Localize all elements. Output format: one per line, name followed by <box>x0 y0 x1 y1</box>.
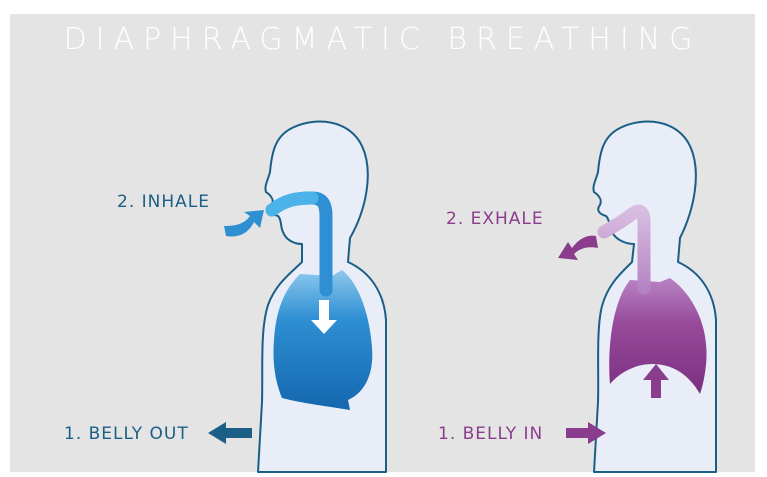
curved-arrow-out-of-mouth-icon <box>558 236 598 260</box>
exhale-step2-label: 2. EXHALE <box>446 209 544 229</box>
arrow-left-icon <box>208 422 252 444</box>
inhale-figure <box>208 122 386 472</box>
inhale-step1-label: 1. BELLY OUT <box>64 424 189 444</box>
curved-arrow-into-nose-icon <box>224 210 264 236</box>
exhale-figure <box>558 122 716 472</box>
exhale-step1-label: 1. BELLY IN <box>438 424 543 444</box>
inhale-step2-label: 2. INHALE <box>117 192 210 212</box>
